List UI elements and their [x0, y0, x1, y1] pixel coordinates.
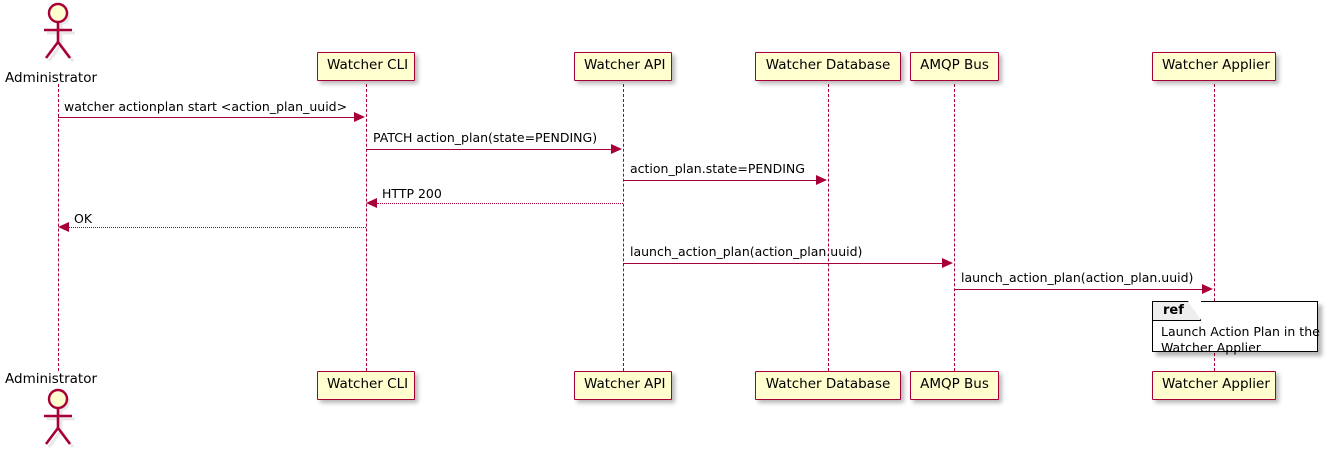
actor-figure-top	[30, 2, 88, 68]
message-line-7	[954, 289, 1203, 290]
ref-fragment-tab-label: ref	[1153, 301, 1201, 321]
participant-label-amqp-bus-bottom: AMQP Bus	[920, 376, 989, 392]
message-label-4: HTTP 200	[382, 186, 442, 201]
ref-fragment-box: ref Launch Action Plan in the Watcher Ap…	[1152, 301, 1320, 355]
message-label-5: OK	[74, 211, 93, 226]
participant-box-watcher-applier-top[interactable]: Watcher Applier	[1152, 52, 1276, 81]
message-arrowhead-6	[942, 258, 953, 268]
participant-label-watcher-database-bottom: Watcher Database	[765, 376, 891, 392]
message-label-6: launch_action_plan(action_plan.uuid)	[630, 244, 863, 259]
message-arrowhead-2	[611, 144, 622, 154]
actor-figure-bottom	[30, 388, 88, 454]
participant-box-watcher-cli-bottom[interactable]: Watcher CLI	[317, 371, 415, 400]
message-label-1: watcher actionplan start <action_plan_uu…	[64, 99, 348, 114]
message-line-4	[377, 203, 623, 204]
participant-label-watcher-api-top: Watcher API	[584, 57, 666, 73]
ref-fragment-body-text: Launch Action Plan in the Watcher Applie…	[1161, 324, 1320, 355]
message-line-3	[623, 180, 817, 181]
message-label-2: PATCH action_plan(state=PENDING)	[373, 130, 598, 145]
participant-box-amqp-bus-top[interactable]: AMQP Bus	[910, 52, 999, 81]
participant-box-amqp-bus-bottom[interactable]: AMQP Bus	[910, 371, 999, 400]
message-line-2	[366, 149, 612, 150]
lifeline-watcher-database	[828, 84, 829, 371]
message-arrowhead-5	[58, 222, 69, 232]
participant-label-watcher-cli-bottom: Watcher CLI	[327, 376, 409, 392]
participant-box-watcher-database-bottom[interactable]: Watcher Database	[755, 371, 901, 400]
participant-box-watcher-database-top[interactable]: Watcher Database	[755, 52, 901, 81]
participant-box-watcher-api-bottom[interactable]: Watcher API	[574, 371, 672, 400]
participant-label-watcher-applier-bottom: Watcher Applier	[1162, 376, 1270, 392]
participant-label-administrator-bottom: Administrator	[5, 371, 98, 387]
message-label-7: launch_action_plan(action_plan.uuid)	[961, 270, 1194, 285]
message-line-1	[58, 117, 355, 118]
message-arrowhead-7	[1202, 284, 1213, 294]
participant-box-watcher-api-top[interactable]: Watcher API	[574, 52, 672, 81]
message-line-6	[623, 263, 943, 264]
participant-box-watcher-applier-bottom[interactable]: Watcher Applier	[1152, 371, 1276, 400]
participant-box-watcher-cli-top[interactable]: Watcher CLI	[317, 52, 415, 81]
participant-label-watcher-cli-top: Watcher CLI	[327, 57, 409, 73]
participant-label-watcher-database-top: Watcher Database	[765, 57, 891, 73]
lifeline-watcher-cli	[366, 84, 367, 371]
participant-label-administrator-top: Administrator	[5, 70, 98, 86]
participant-label-watcher-applier-top: Watcher Applier	[1162, 57, 1270, 73]
message-arrowhead-4	[366, 198, 377, 208]
participant-label-watcher-api-bottom: Watcher API	[584, 376, 666, 392]
message-arrowhead-3	[816, 175, 827, 185]
message-line-5	[69, 227, 366, 228]
lifeline-watcher-applier	[1214, 84, 1215, 371]
lifeline-watcher-api	[623, 84, 624, 371]
message-arrowhead-1	[354, 112, 365, 122]
message-label-3: action_plan.state=PENDING	[630, 161, 805, 176]
lifeline-amqp-bus	[954, 84, 955, 371]
participant-label-amqp-bus-top: AMQP Bus	[920, 57, 989, 73]
